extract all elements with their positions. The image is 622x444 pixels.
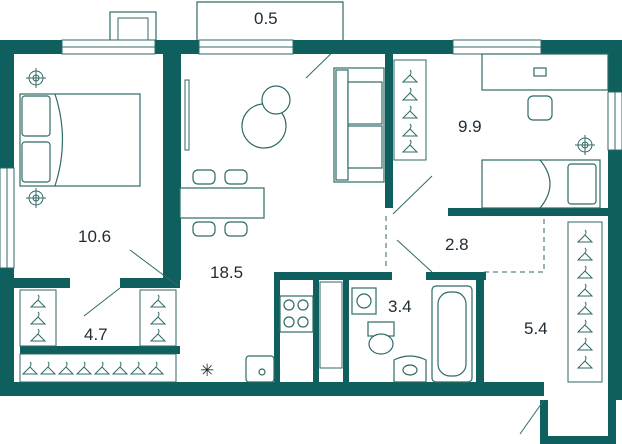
sink-icon: [245, 355, 275, 383]
asterisk-icon: ✳: [200, 361, 214, 380]
walls: [0, 40, 622, 400]
toilet-icon: [367, 321, 395, 355]
vent-icon: [25, 67, 47, 89]
bathtub-icon: [431, 285, 473, 383]
vent-icon: [574, 134, 596, 156]
area-bathroom: 3.4: [388, 297, 412, 316]
area-bedroom-right: 9.9: [458, 117, 482, 136]
area-hallway: 2.8: [445, 235, 469, 254]
area-living-kitchen: 18.5: [210, 263, 243, 282]
desk-icon: [481, 53, 609, 121]
windows: [0, 39, 622, 269]
wardrobe-left: [19, 287, 177, 383]
bed-icon: [481, 159, 601, 209]
wardrobe-top-right: [393, 59, 427, 161]
wardrobe-right: [567, 221, 603, 383]
dining-table-icon: [179, 169, 265, 237]
sink-icon: [393, 355, 427, 383]
bed-icon: [19, 93, 141, 187]
area-bedroom-left: 10.6: [78, 227, 111, 246]
tv: [184, 79, 190, 151]
area-wardrobe-right: 5.4: [524, 319, 548, 338]
area-balcony: 0.5: [254, 9, 278, 28]
lamp-icon: [241, 85, 291, 149]
ac-unit: [109, 11, 157, 43]
sofa-icon: [333, 67, 385, 183]
stove-icon: [279, 295, 314, 333]
area-wardrobe-left: 4.7: [84, 325, 108, 344]
vent-icon: [25, 187, 47, 209]
balcony-bottom: [519, 399, 616, 444]
shaft: [319, 281, 343, 369]
washing-machine-icon: [351, 287, 377, 315]
